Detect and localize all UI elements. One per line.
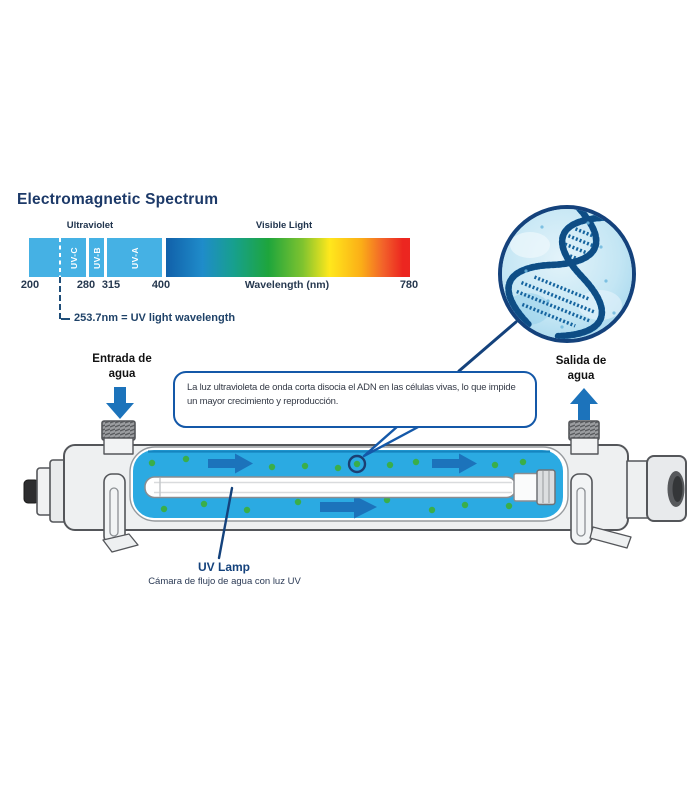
cutaway-window <box>129 446 569 522</box>
uv-lamp-nut <box>536 469 556 506</box>
tick-280: 280 <box>76 279 96 291</box>
left-end-cap <box>23 479 40 504</box>
uv-band-uvc: UV-C <box>62 238 86 277</box>
outlet-port-collar <box>570 437 599 455</box>
right-end-fitting <box>646 455 687 522</box>
dna-inset <box>498 205 636 343</box>
wavelength-254-dashed-line <box>59 238 61 277</box>
uv-lamp-nut-ridges <box>542 471 550 503</box>
inlet-label-line2: agua <box>108 367 136 380</box>
uvc-label: UV-C <box>69 246 79 269</box>
right-reducer <box>626 460 650 519</box>
uva-label: UV-A <box>129 246 140 269</box>
uv-band-below-254 <box>29 238 62 277</box>
callout-tail <box>362 424 422 458</box>
uv-region-label: Ultraviolet <box>66 220 114 231</box>
annotation-dashed-line <box>59 277 61 319</box>
outlet-port-threads <box>568 420 600 441</box>
sample-target-circle <box>347 454 367 474</box>
water-chamber <box>133 450 563 518</box>
uv-lamp-caption: Cámara de flujo de agua con luz UV <box>148 576 301 587</box>
microbe-dots <box>148 455 527 514</box>
tick-400: 400 <box>151 279 171 291</box>
page-title: Electromagnetic Spectrum <box>17 191 219 208</box>
dna-connector-line <box>457 320 518 373</box>
annotation-dashed-elbow <box>61 318 70 320</box>
dna-helix-illustration <box>502 209 632 339</box>
flow-arrow-icon <box>208 453 253 474</box>
uv-wavelength-annotation: 253.7nm = UV light wavelength <box>74 312 236 324</box>
callout-bubble: La luz ultravioleta de onda corta disoci… <box>173 371 537 428</box>
uv-band-uvb: UV-B <box>89 238 104 277</box>
wavelength-axis-label: Wavelength (nm) <box>244 279 330 291</box>
uv-lamp-tube-lines <box>154 481 512 494</box>
flow-arrow-icon <box>320 495 377 519</box>
left-coupler-ring <box>36 467 53 516</box>
mounting-clamp-left <box>102 473 139 553</box>
flow-arrow-icons <box>208 453 477 519</box>
vessel-body <box>63 444 629 531</box>
uv-lamp-label: UV Lamp <box>197 560 250 574</box>
tick-780: 780 <box>399 279 419 291</box>
inlet-port-collar <box>103 437 134 455</box>
callout-text: La luz ultravioleta de onda corta disoci… <box>187 382 516 408</box>
visible-light-band <box>166 238 410 277</box>
uv-band-uva: UV-A <box>107 238 162 277</box>
outlet-label: Salida de agua <box>539 354 623 384</box>
uv-lamp-collar <box>513 472 540 502</box>
inlet-down-arrow-icon <box>106 387 134 419</box>
outlet-label-line1: Salida de <box>555 355 607 367</box>
uv-lamp-tube <box>144 476 517 499</box>
lamp-pointer-line <box>217 486 234 560</box>
inlet-label: Entrada de agua <box>80 352 164 382</box>
tick-200: 200 <box>20 279 40 291</box>
uvb-label: UV-B <box>91 246 102 269</box>
tick-315: 315 <box>101 279 121 291</box>
visible-region-label: Visible Light <box>255 220 313 231</box>
dna-speckles <box>524 221 616 329</box>
mounting-clamp-right <box>570 473 632 549</box>
left-coupler-body <box>49 459 68 523</box>
dna-helix <box>505 209 610 339</box>
outlet-up-arrow-icon <box>570 388 598 420</box>
spectrum-bar: UV-C UV-B UV-A <box>29 238 410 277</box>
inlet-label-line1: Entrada de <box>92 353 152 365</box>
right-fitting-bore <box>667 471 685 507</box>
inlet-port-threads <box>101 420 136 441</box>
flow-arrow-icon <box>432 453 477 474</box>
outlet-label-line2: agua <box>567 369 595 382</box>
right-fitting-bore-inner <box>672 476 683 502</box>
